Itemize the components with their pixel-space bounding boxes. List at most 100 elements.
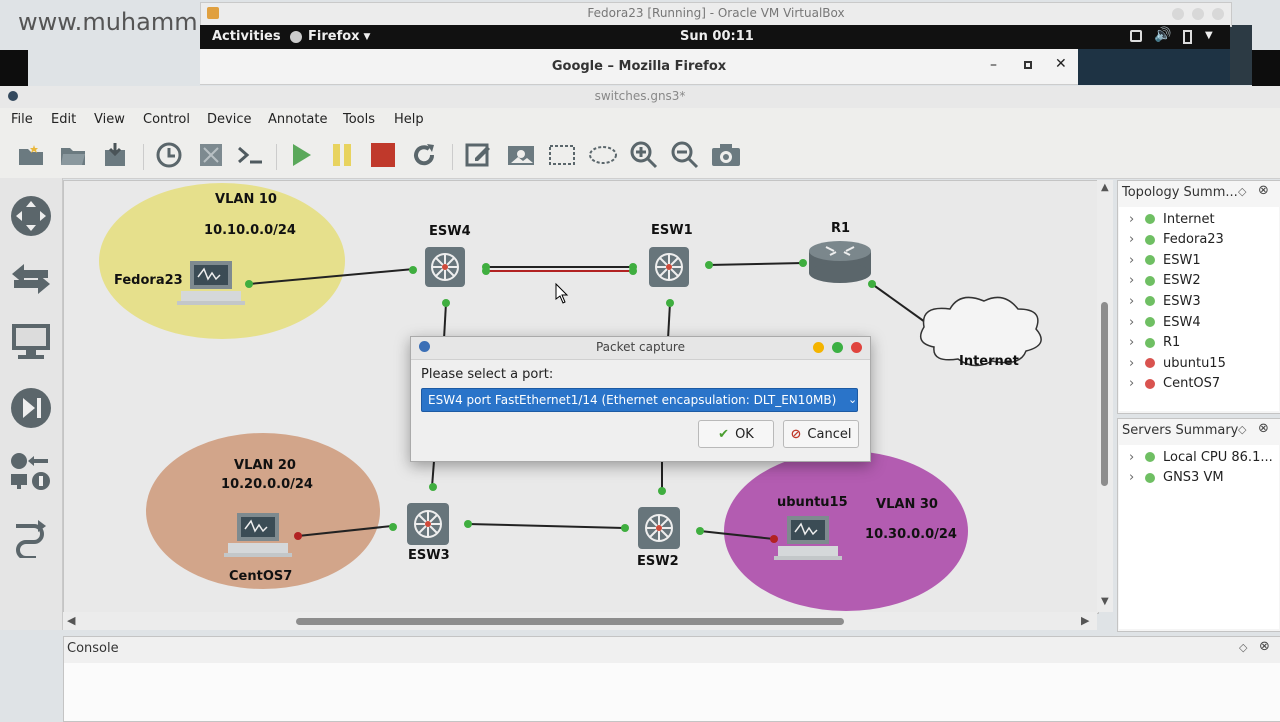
canvas-horizontal-scrollbar[interactable]: ◀ ▶ [63,612,1097,630]
esw4-label[interactable]: ESW4 [429,224,471,239]
fedora23-label[interactable]: Fedora23 [114,273,183,288]
screenshot-icon[interactable] [711,140,741,170]
menu-edit[interactable]: Edit [51,112,77,127]
topology-item-row[interactable]: ›Internet [1129,209,1215,229]
port-select[interactable]: ESW4 port FastEthernet1/14 (Ethernet enc… [421,388,858,412]
vlan10-title[interactable]: VLAN 10 [215,192,277,207]
expand-chevron-icon[interactable]: › [1129,252,1135,268]
open-project-icon[interactable] [58,140,88,170]
zoom-out-icon[interactable] [670,140,700,170]
interface-labels-icon[interactable] [196,140,226,170]
esw2-label[interactable]: ESW2 [637,554,679,569]
topology-item-row[interactable]: ›CentOS7 [1129,374,1220,394]
snapshot-clock-icon[interactable] [154,140,184,170]
maximize-icon[interactable] [1024,61,1032,69]
activities-button[interactable]: Activities [212,29,281,44]
esw3-label[interactable]: ESW3 [408,548,450,563]
dialog-minimize-button[interactable] [813,342,824,353]
expand-chevron-icon[interactable]: › [1129,335,1135,351]
menu-control[interactable]: Control [143,112,190,127]
r1-label[interactable]: R1 [831,221,851,236]
end-devices-category-icon[interactable] [10,322,52,366]
topology-item-row[interactable]: ›R1 [1129,333,1180,353]
vlan20-subnet[interactable]: 10.20.0.0/24 [221,477,313,492]
draw-rectangle-icon[interactable] [547,140,577,170]
scroll-up-icon[interactable]: ▲ [1101,182,1109,193]
esw1-label[interactable]: ESW1 [651,223,693,238]
window-icon[interactable] [1130,30,1142,42]
expand-chevron-icon[interactable]: › [1129,470,1135,486]
ok-button[interactable]: ✔ OK [698,420,774,448]
vlan30-title[interactable]: VLAN 30 [876,497,938,512]
console-all-icon[interactable] [236,140,266,170]
expand-chevron-icon[interactable]: › [1129,293,1135,309]
close-panel-icon[interactable]: ⊗ [1258,183,1269,198]
server-item-row[interactable]: ›GNS3 VM [1129,468,1224,488]
topology-item-row[interactable]: ›ESW3 [1129,291,1201,311]
app-menu-button[interactable]: Firefox ▼ [290,29,370,44]
reload-all-icon[interactable] [409,140,439,170]
zoom-in-icon[interactable] [629,140,659,170]
cancel-button[interactable]: ⊘ Cancel [783,420,859,448]
save-project-icon[interactable] [100,140,130,170]
stop-all-icon[interactable] [368,140,398,170]
system-menu-chevron-icon[interactable]: ▼ [1205,30,1213,41]
server-item-row[interactable]: ›Local CPU 86.1... [1129,447,1273,467]
topology-item-row[interactable]: ›ESW1 [1129,250,1201,270]
add-link-icon[interactable] [10,516,52,562]
vbox-close-button[interactable] [1212,8,1224,20]
scroll-left-icon[interactable]: ◀ [67,614,76,627]
new-project-icon[interactable] [16,140,46,170]
menu-view[interactable]: View [94,112,125,127]
all-devices-category-icon[interactable] [10,452,52,496]
routers-category-icon[interactable] [10,195,52,241]
expand-chevron-icon[interactable]: › [1129,232,1135,248]
dialog-close-button[interactable] [851,342,862,353]
close-icon[interactable]: ✕ [1055,56,1067,72]
topology-item-row[interactable]: ›ubuntu15 [1129,353,1226,373]
volume-icon[interactable]: 🔊 [1154,27,1172,43]
expand-chevron-icon[interactable]: › [1129,273,1135,289]
vbox-maximize-button[interactable] [1192,8,1204,20]
chevron-down-icon[interactable]: ⌄ [844,393,858,406]
scroll-right-icon[interactable]: ▶ [1081,614,1090,627]
start-all-icon[interactable] [286,140,316,170]
scroll-down-icon[interactable]: ▼ [1101,596,1109,607]
insert-picture-icon[interactable] [506,140,536,170]
menu-file[interactable]: File [11,112,33,127]
expand-chevron-icon[interactable]: › [1129,355,1135,371]
expand-chevron-icon[interactable]: › [1129,314,1135,330]
vertical-scroll-thumb[interactable] [1101,302,1108,486]
close-panel-icon[interactable]: ⊗ [1259,639,1270,654]
minimize-icon[interactable]: – [990,57,997,73]
vlan10-subnet[interactable]: 10.10.0.0/24 [204,223,296,238]
clock[interactable]: Sun 00:11 [680,29,754,44]
close-panel-icon[interactable]: ⊗ [1258,421,1269,436]
add-note-icon[interactable] [464,140,494,170]
security-devices-category-icon[interactable] [10,387,52,433]
menu-help[interactable]: Help [394,112,424,127]
float-panel-icon[interactable]: ◇ [1239,641,1248,654]
topology-item-row[interactable]: ›ESW4 [1129,312,1201,332]
float-panel-icon[interactable]: ◇ [1238,423,1247,436]
console-output[interactable] [64,663,1280,721]
canvas-vertical-scrollbar[interactable]: ▲ ▼ [1097,180,1113,612]
dialog-maximize-button[interactable] [832,342,843,353]
expand-chevron-icon[interactable]: › [1129,449,1135,465]
battery-icon[interactable] [1183,30,1192,44]
vbox-minimize-button[interactable] [1172,8,1184,20]
vlan30-subnet[interactable]: 10.30.0.0/24 [865,527,957,542]
topology-item-row[interactable]: ›ESW2 [1129,271,1201,291]
menu-device[interactable]: Device [207,112,252,127]
expand-chevron-icon[interactable]: › [1129,211,1135,227]
switches-category-icon[interactable] [10,260,52,302]
centos7-label[interactable]: CentOS7 [229,569,293,584]
menu-tools[interactable]: Tools [343,112,376,127]
topology-item-row[interactable]: ›Fedora23 [1129,230,1224,250]
horizontal-scroll-thumb[interactable] [296,618,844,625]
menu-annotate[interactable]: Annotate [268,112,328,127]
suspend-all-icon[interactable] [327,140,357,170]
ubuntu15-label[interactable]: ubuntu15 [777,495,848,510]
vlan20-title[interactable]: VLAN 20 [234,458,296,473]
internet-label[interactable]: Internet [959,354,1019,369]
